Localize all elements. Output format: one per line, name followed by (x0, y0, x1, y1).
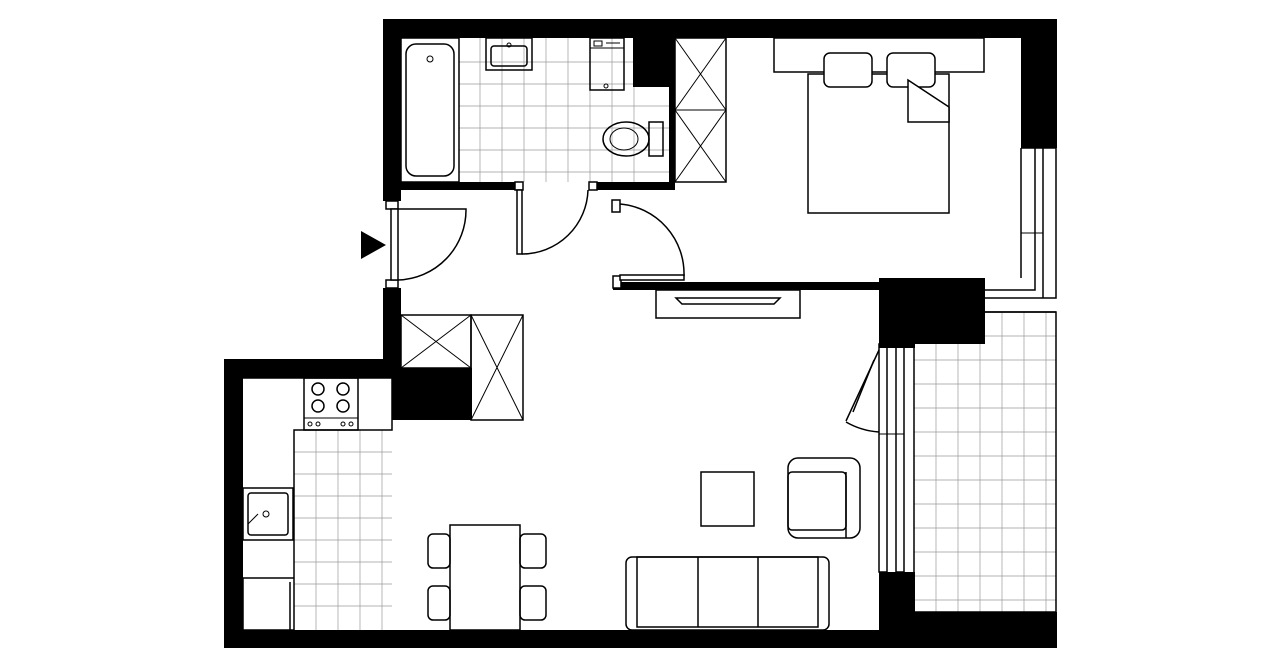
coffee-table (700, 471, 755, 527)
balcony-floor-tiles (914, 312, 1056, 612)
toilet (602, 121, 664, 157)
bathroom-door[interactable] (514, 181, 598, 255)
tv-stand (655, 289, 801, 319)
bedroom-window (985, 147, 1057, 299)
kitchen-sink (242, 487, 294, 541)
kitchen-floor-tiles (294, 430, 392, 630)
sofa (625, 556, 830, 631)
fridge (242, 578, 291, 630)
kitchen-counter (243, 377, 393, 631)
balcony-door-frame (878, 343, 905, 573)
bathtub (400, 37, 460, 183)
hall-closet (400, 314, 524, 421)
stove (303, 377, 359, 431)
dining-chairs (427, 533, 547, 621)
double-bed (773, 37, 985, 214)
walls (224, 19, 1057, 648)
bedroom-door[interactable] (611, 199, 685, 289)
balcony (913, 311, 1057, 613)
bedroom-wardrobe (674, 37, 727, 183)
bathroom-sink (485, 37, 533, 71)
entrance-arrow-icon (361, 231, 386, 259)
balcony-door[interactable] (845, 349, 880, 433)
entrance-door[interactable] (385, 200, 467, 289)
washing-machine (589, 37, 625, 91)
dining-table (449, 524, 521, 631)
armchair (787, 457, 861, 539)
